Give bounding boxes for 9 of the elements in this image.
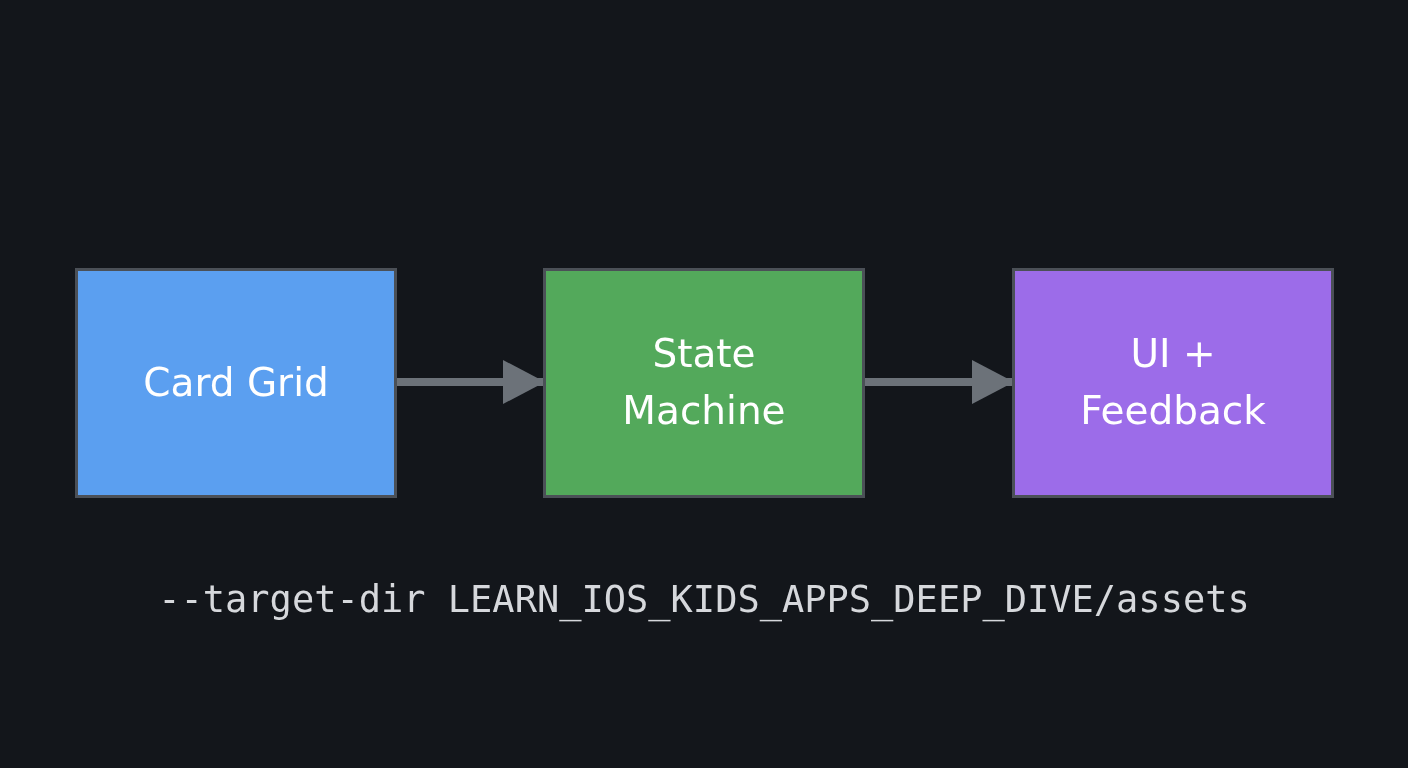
- arrow: [865, 360, 1014, 404]
- process-box: [1012, 268, 1334, 498]
- process-box: [75, 268, 397, 498]
- process-box: [543, 268, 865, 498]
- box-label: Card Grid: [143, 358, 329, 407]
- box-label: UI + Feedback: [1079, 330, 1267, 435]
- command-text: --target-dir LEARN_IOS_KIDS_APPS_DEEP_DIVE/assets: [158, 578, 1250, 621]
- arrow: [397, 360, 545, 404]
- box-label: State Machine: [621, 330, 787, 435]
